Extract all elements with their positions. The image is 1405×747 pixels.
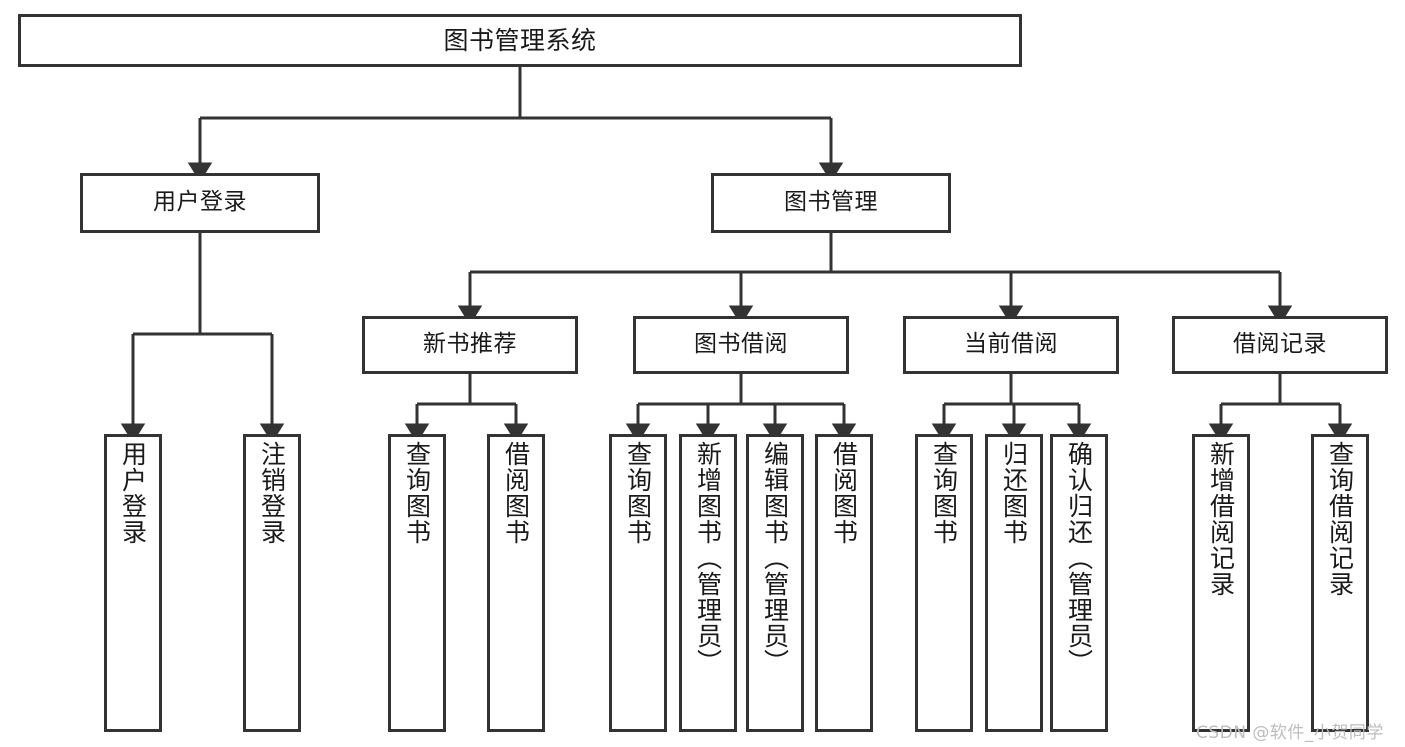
node-book-borrow[interactable]: 图书借阅 (633, 316, 849, 374)
leaf-query-books-recommend[interactable]: 查询图书 (388, 434, 446, 732)
node-new-book-recommend[interactable]: 新书推荐 (362, 316, 578, 374)
node-label: 图书借阅 (694, 331, 788, 358)
leaf-edit-book-admin[interactable]: 编辑图书（管理员） (746, 434, 804, 732)
leaf-return-book[interactable]: 归还图书 (985, 434, 1043, 732)
leaf-logout[interactable]: 注销登录 (243, 434, 301, 732)
node-label: 用户登录 (118, 441, 148, 545)
leaf-query-borrow-record[interactable]: 查询借阅记录 (1311, 434, 1369, 732)
leaf-confirm-return-admin[interactable]: 确认归还（管理员） (1050, 434, 1108, 732)
node-user-login[interactable]: 用户登录 (80, 173, 320, 233)
leaf-add-book-admin[interactable]: 新增图书（管理员） (679, 434, 737, 732)
node-root[interactable]: 图书管理系统 (18, 14, 1022, 67)
node-label: 借阅图书 (829, 441, 859, 545)
node-label: 查询借阅记录 (1325, 441, 1355, 597)
leaf-borrow-book[interactable]: 借阅图书 (815, 434, 873, 732)
node-label: 查询图书 (623, 441, 653, 545)
node-label: 借阅图书 (501, 441, 531, 545)
leaf-query-books-current[interactable]: 查询图书 (915, 434, 973, 732)
node-borrow-records[interactable]: 借阅记录 (1172, 316, 1388, 374)
node-label: 新增图书（管理员） (693, 441, 723, 675)
node-label: 确认归还（管理员） (1064, 441, 1094, 675)
node-label: 编辑图书（管理员） (760, 441, 790, 675)
leaf-borrow-books-recommend[interactable]: 借阅图书 (487, 434, 545, 732)
node-label: 借阅记录 (1233, 331, 1327, 358)
node-label: 新增借阅记录 (1206, 441, 1236, 597)
node-label: 用户登录 (153, 189, 247, 216)
leaf-query-books-borrow[interactable]: 查询图书 (609, 434, 667, 732)
node-label: 查询图书 (929, 441, 959, 545)
node-book-management[interactable]: 图书管理 (711, 173, 951, 233)
node-label: 查询图书 (402, 441, 432, 545)
leaf-add-borrow-record[interactable]: 新增借阅记录 (1192, 434, 1250, 732)
node-label: 当前借阅 (964, 331, 1058, 358)
node-current-borrow[interactable]: 当前借阅 (903, 316, 1119, 374)
node-label: 图书管理 (784, 189, 878, 216)
leaf-user-login[interactable]: 用户登录 (104, 434, 162, 732)
node-label: 新书推荐 (423, 331, 517, 358)
node-label: 注销登录 (257, 441, 287, 545)
node-label: 归还图书 (999, 441, 1029, 545)
node-label: 图书管理系统 (443, 25, 597, 55)
watermark-text: CSDN @软件_小贺同学 (1196, 723, 1384, 743)
